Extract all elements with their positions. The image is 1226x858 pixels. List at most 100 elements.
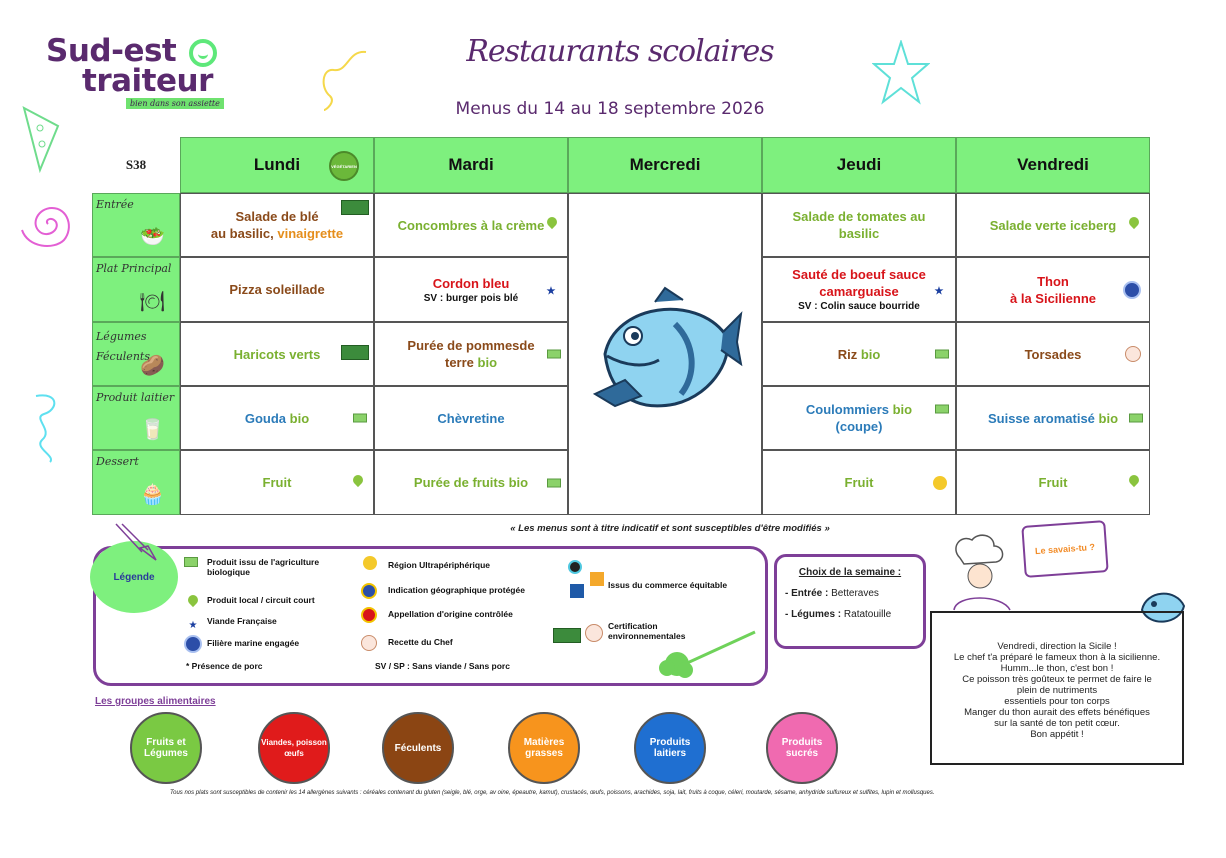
local-pin-icon	[1126, 472, 1142, 487]
salad-icon: 🥗	[140, 224, 165, 248]
pen-nib-icon	[115, 523, 157, 561]
chef-recipe-icon	[361, 635, 377, 651]
page-subtitle: Menus du 14 au 18 septembre 2026	[455, 99, 765, 119]
dish-text: bio	[892, 402, 913, 417]
dish-text: Torsades	[1024, 346, 1082, 362]
legend-local: Produit local / circuit court	[207, 595, 315, 605]
vegetable-icon: 🥔	[140, 353, 165, 377]
dish-text: vinaigrette	[277, 226, 344, 241]
dish-text: Suisse aromatisé	[987, 410, 1099, 426]
fair-label-icon	[590, 572, 604, 586]
choix-entree: - Entrée : Betteraves	[785, 588, 915, 599]
french-meat-icon: ★	[188, 620, 198, 631]
food-group-label: Produits laitiers	[649, 737, 691, 759]
pizza-doodle-icon	[22, 106, 60, 174]
local-pin-icon	[1126, 214, 1142, 230]
french-meat-icon: ★	[934, 285, 944, 297]
choix-legumes: - Légumes : Ratatouille	[785, 609, 915, 620]
logo-line2: traiteur	[82, 63, 213, 99]
dish-text: Thon	[1037, 273, 1069, 289]
day-header-mercredi: Mercredi	[568, 137, 762, 193]
dish-text: Purée de fruits	[413, 475, 509, 490]
legend-porc: * Présence de porc	[186, 661, 263, 671]
bio-leaf-icon	[547, 478, 561, 487]
cupcake-icon: 🧁	[140, 482, 165, 506]
vegetarian-badge-text: VÉGÉTARIEN	[331, 163, 357, 169]
savais-line: essentiels pour ton corps	[1004, 696, 1110, 707]
menu-cell-vendredi-laitier: Suisse aromatisé bio	[956, 386, 1150, 450]
savais-line: Le chef t'a préparé le fameux thon à la …	[953, 652, 1161, 663]
savais-tu-box: Vendredi, direction la Sicile ! Le chef …	[930, 611, 1184, 765]
legend-certif: Certification environnementales	[608, 621, 686, 641]
row-label-text: Entrée	[96, 198, 134, 211]
bio-leaf-icon	[184, 557, 198, 567]
legend-title-text: Légende	[113, 571, 155, 583]
choix-legumes-value: Ratatouille	[843, 609, 892, 620]
day-header-vendredi: Vendredi	[956, 137, 1150, 193]
menu-cell-vendredi-entree: Salade verte iceberg	[956, 193, 1150, 257]
choix-entree-label: - Entrée :	[785, 588, 829, 599]
eco-label-icon	[341, 200, 369, 215]
day-header-jeudi: Jeudi	[762, 137, 956, 193]
hve-label-icon	[585, 624, 603, 642]
brand-logo: Sud-est traiteur bien dans son assiette	[46, 33, 226, 109]
day-label: Jeudi	[836, 155, 882, 174]
choix-entree-value: Betteraves	[831, 588, 879, 599]
day-label: Vendredi	[1017, 155, 1089, 174]
bio-leaf-icon	[1129, 413, 1143, 423]
choix-title: Choix de la semaine :	[798, 567, 902, 578]
eco-label-icon	[553, 628, 581, 643]
day-header-mardi: Mardi	[374, 137, 568, 193]
bio-leaf-icon	[935, 404, 949, 414]
dish-subtext: SV : Colin sauce bourride	[798, 301, 920, 312]
menu-cell-mardi-dessert: Purée de fruits bio	[374, 450, 568, 515]
menu-cell-lundi-plat: Pizza soleillade	[180, 257, 374, 322]
dish-text: Purée de pommesde	[407, 338, 535, 353]
legend-viande: Viande Française	[207, 616, 277, 626]
legend-marine: Filière marine engagée	[207, 638, 300, 648]
menu-cell-lundi-legumes: Haricots verts	[180, 322, 374, 386]
marine-seal-icon	[1123, 280, 1141, 299]
menu-table: S38 Lundi VÉGÉTARIEN Mardi Mercredi Jeud…	[92, 137, 1150, 515]
day-label: Mercredi	[629, 155, 701, 174]
menu-cell-lundi-laitier: Gouda bio	[180, 386, 374, 450]
fairtrade-icon	[568, 560, 582, 574]
menu-cell-jeudi-legumes: Riz bio	[762, 322, 956, 386]
dish-text: Chèvretine	[437, 410, 505, 426]
menu-cell-lundi-entree: Salade de blé au basilic, vinaigrette	[180, 193, 374, 257]
food-group-sucres: Produits sucrés	[766, 712, 838, 784]
food-group-label: Produits sucrés	[781, 737, 823, 759]
dish-text: à la Sicilienne	[1010, 290, 1096, 306]
dish-text: bio	[477, 355, 498, 370]
dish-text: Salade de tomates au basilic	[792, 209, 926, 241]
dish-text: bio	[289, 410, 310, 426]
dish-text: Fruit	[844, 475, 874, 490]
star-doodle-icon	[872, 40, 930, 105]
menu-cell-mercredi	[568, 193, 762, 515]
dish-text: Pizza soleillade	[229, 282, 325, 297]
row-label-text: Plat Principal	[96, 262, 172, 275]
legend-igp: Indication géographique protégée	[388, 585, 525, 595]
savais-line: Vendredi, direction la Sicile !	[997, 641, 1117, 652]
small-tuna-icon	[1140, 592, 1186, 623]
allergen-notice: Tous nos plats sont susceptibles de cont…	[170, 790, 935, 796]
menu-cell-jeudi-entree: Salade de tomates au basilic	[762, 193, 956, 257]
day-label: Lundi	[253, 155, 301, 174]
smile-icon	[189, 39, 217, 67]
food-group-label: Viandes, poisson œufs	[261, 738, 327, 758]
dish-text: Cordon bleu	[432, 275, 510, 291]
igp-seal-icon	[361, 583, 377, 599]
eco-label-icon	[341, 345, 369, 360]
menu-cell-mardi-entree: Concombres à la crème	[374, 193, 568, 257]
logo-line1: Sud-est	[46, 33, 177, 69]
food-group-feculents: Féculents	[382, 712, 454, 784]
french-meat-icon: ★	[546, 285, 556, 297]
vegetarian-badge-icon: VÉGÉTARIEN	[329, 151, 359, 181]
dish-text: Fruit	[1038, 475, 1068, 490]
row-label-legumes: Légumes Féculents🥔	[92, 322, 180, 386]
savais-bubble-text: Le savais-tu ?	[1034, 541, 1096, 557]
savais-line: Ce poisson très goûteux te permet de fai…	[962, 674, 1152, 685]
marine-seal-icon	[184, 635, 202, 653]
